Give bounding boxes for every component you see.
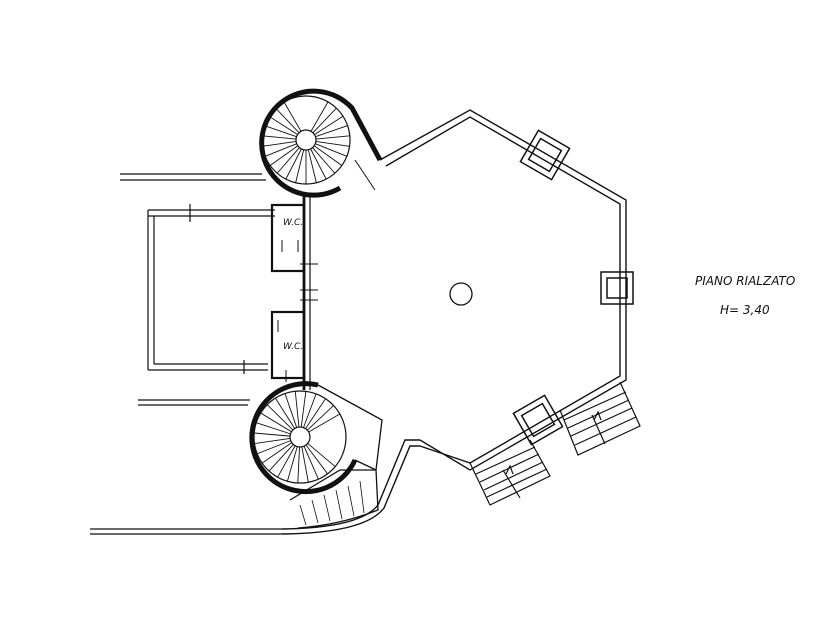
stair-tread xyxy=(315,140,350,147)
stair-tread xyxy=(310,148,327,180)
stair-tread xyxy=(303,445,319,480)
stair-tread xyxy=(306,405,334,431)
stair-tread xyxy=(315,135,350,140)
stair-tread xyxy=(305,444,328,475)
stair-tread xyxy=(314,115,344,135)
floor-name-label: PIANO RIALZATO xyxy=(695,274,795,288)
hexagonal-hall xyxy=(379,109,627,471)
stair-tread xyxy=(307,149,317,183)
stair-tread xyxy=(294,391,300,428)
stair-tread xyxy=(310,101,329,132)
stair-tread xyxy=(266,404,294,431)
central-column xyxy=(449,282,473,306)
stair-tread xyxy=(307,443,336,467)
wc-ticks xyxy=(277,240,318,382)
stair-tread xyxy=(275,397,296,429)
exterior-steps-right xyxy=(559,381,641,456)
stair-tread xyxy=(308,413,341,433)
wc-upper-label: W.C. xyxy=(283,218,303,228)
stair-tread xyxy=(254,432,291,437)
lower-spiral-stair xyxy=(249,381,383,529)
stair-tread xyxy=(315,143,348,157)
stair-tread xyxy=(262,135,297,140)
stair-tread xyxy=(264,125,297,138)
upper-spiral-stair xyxy=(259,88,383,198)
stair-tread xyxy=(261,442,293,464)
wc-lower-label: W.C. xyxy=(283,342,303,352)
stair-tread xyxy=(312,147,336,174)
stair-tread xyxy=(256,440,291,455)
stair-tread xyxy=(297,446,300,483)
left-walls xyxy=(90,173,282,535)
stair-tread xyxy=(268,444,294,472)
curved-wall xyxy=(281,439,420,530)
stair-tread xyxy=(305,398,326,429)
stair-tread xyxy=(260,412,292,433)
stair-tread xyxy=(268,115,298,135)
stair-tread xyxy=(300,391,307,428)
stair-tread xyxy=(315,125,348,138)
exterior-steps-left xyxy=(469,439,551,506)
stair-tread xyxy=(283,101,302,132)
stair-tread xyxy=(301,446,309,483)
wc-block xyxy=(270,195,311,390)
stair-tread xyxy=(313,145,343,166)
stair-tread xyxy=(256,422,291,435)
terrace-outline xyxy=(147,204,275,374)
stair-tread xyxy=(303,393,317,428)
stair-tread xyxy=(295,149,305,183)
stair-tread xyxy=(286,446,298,482)
stair-tread xyxy=(312,107,337,134)
stair-tread xyxy=(276,147,300,174)
stair-tread xyxy=(277,445,296,478)
stair-tread xyxy=(275,107,300,134)
stair-tread xyxy=(284,393,298,428)
stair-tread xyxy=(264,143,297,157)
stair-tread xyxy=(285,148,302,180)
stair-tread xyxy=(262,140,297,147)
stair-tread xyxy=(269,145,299,166)
windows xyxy=(512,129,634,446)
stair-tread xyxy=(254,437,291,444)
height-label: H= 3,40 xyxy=(720,303,770,317)
